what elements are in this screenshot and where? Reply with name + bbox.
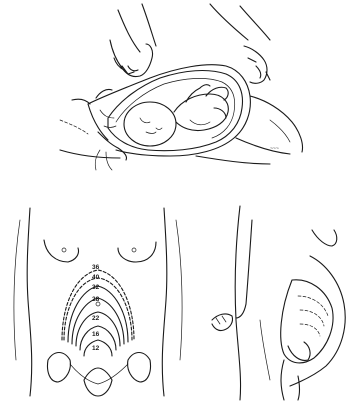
right-hand [244,46,270,83]
side-thigh [281,360,300,400]
fetal-arm [186,85,210,102]
side-view-drawing [200,200,358,401]
maternal-abdomen-outline [88,65,250,156]
palpation-drawing: ~~~ [0,0,358,200]
week-label-32: 32 [92,284,100,291]
week-label-28: 28 [92,296,100,303]
week-label-16: 16 [92,331,100,338]
side-fetal-head [288,342,310,360]
right-forearm [210,4,270,40]
maternal-thigh [88,89,112,140]
palpation-illustration: ~~~ [0,0,358,200]
left-breast [44,240,79,262]
week-label-22: 22 [92,315,100,322]
side-breast [312,230,337,246]
torso-right-edge [162,208,167,396]
fetal-leg [206,87,228,118]
torso-left-edge [27,208,32,396]
couch-edge [60,99,270,164]
right-breast [118,242,156,262]
week-label-40: 40 [92,274,100,281]
week-label-36: 36 [92,264,100,271]
maternal-pelvis [98,132,127,160]
abdomen-profile [290,256,345,386]
side-arm [236,220,252,318]
pubic-arch [84,368,112,396]
pelvic-bones [47,353,150,383]
side-view-illustration [200,200,358,401]
artist-signature: ~~~ [270,146,279,152]
left-hand [110,40,153,77]
back-outline [235,206,240,400]
side-uterus [281,280,333,363]
front-view-drawing: 36 40 32 28 22 16 12 [0,200,200,401]
week-label-12: 12 [92,345,100,352]
fetal-head [124,102,176,146]
left-forearm [118,4,156,52]
front-view-illustration: 36 40 32 28 22 16 12 [0,200,200,401]
